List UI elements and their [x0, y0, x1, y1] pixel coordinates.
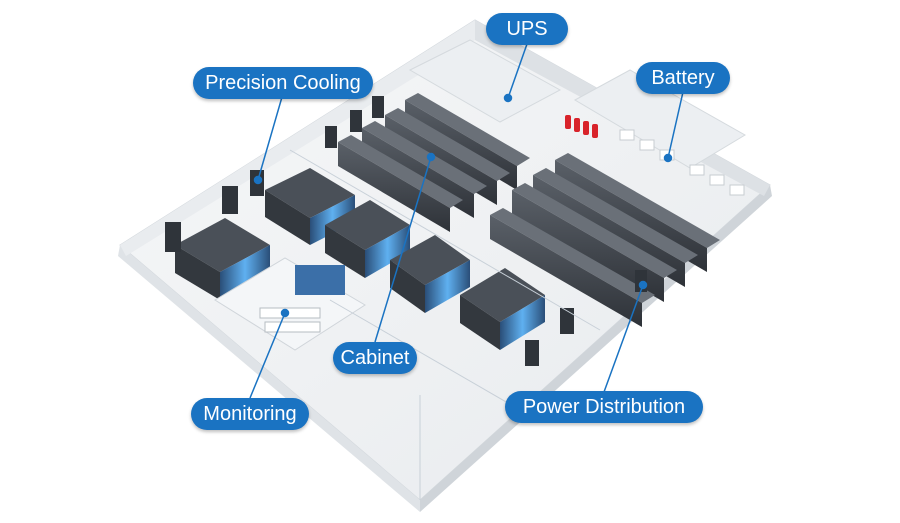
- pod-4: [390, 235, 470, 313]
- glass-partitions: [289, 149, 601, 500]
- outer-wall-left: [118, 245, 420, 512]
- leader-lines: [249, 43, 684, 399]
- rack-rows-rear: [338, 93, 530, 232]
- power-distribution-label: Power Distribution: [505, 391, 703, 423]
- cabinet-label: Cabinet: [333, 342, 417, 374]
- containment-pods: [175, 168, 545, 350]
- back-wall-left: [120, 20, 475, 256]
- video-wall: [295, 265, 345, 295]
- precision-cooling-label: Precision Cooling: [193, 67, 373, 99]
- ups-room: [408, 39, 562, 123]
- pod-5: [460, 268, 545, 350]
- pod-1: [175, 218, 270, 300]
- monitoring-desks: [259, 307, 321, 333]
- battery-label: Battery: [636, 62, 730, 94]
- monitoring-room: [214, 257, 366, 351]
- ups-label: UPS: [486, 13, 568, 45]
- monitoring-label: Monitoring: [191, 398, 309, 430]
- pod-3: [325, 200, 410, 278]
- fire-suppression-tanks: [565, 115, 598, 138]
- rack-rows-right: [490, 153, 720, 327]
- pod-2: [265, 168, 355, 245]
